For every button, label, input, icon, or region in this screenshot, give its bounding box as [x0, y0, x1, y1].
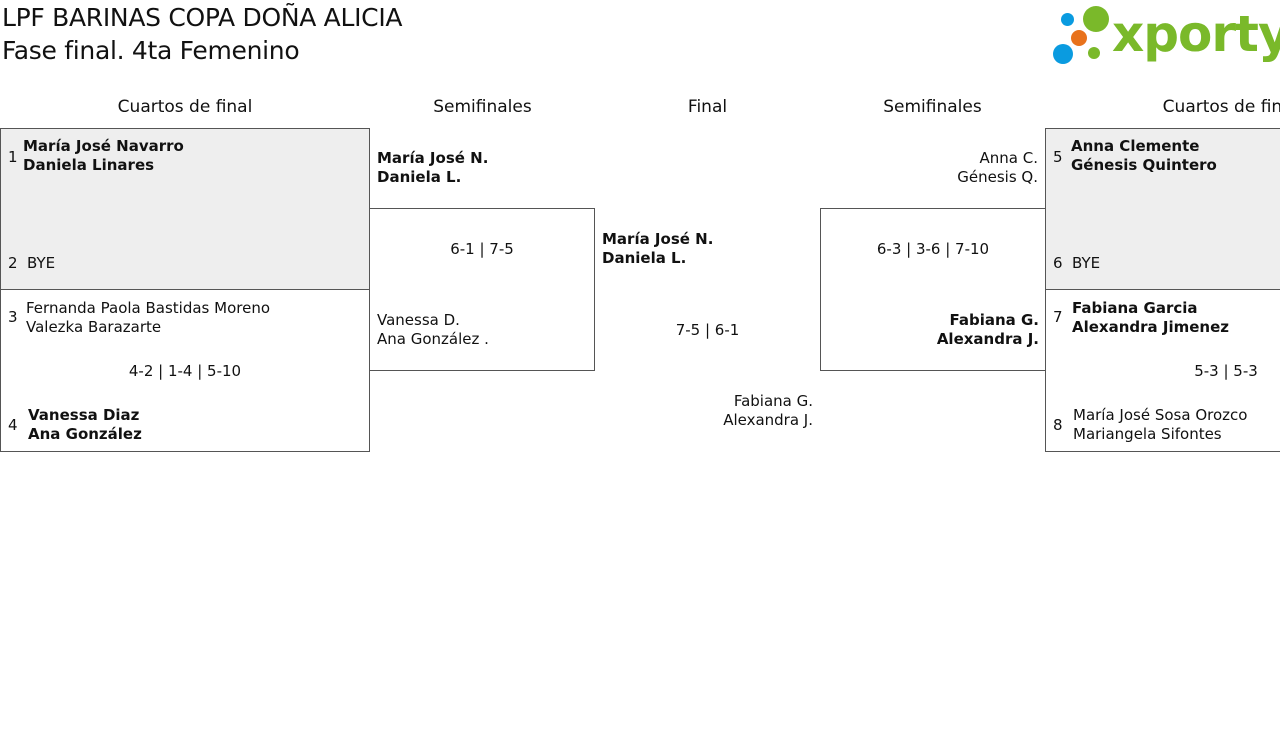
logo-dot-green [1083, 6, 1109, 32]
logo-dot-orange [1071, 30, 1087, 46]
team-left-qf2-top: Fernanda Paola Bastidas Moreno Valezka B… [26, 299, 270, 337]
player-name: Mariangela Sifontes [1073, 425, 1222, 443]
team-right-qf2-bottom: María José Sosa Orozco Mariangela Sifont… [1073, 406, 1247, 444]
heading-left-semifinals: Semifinales [433, 97, 532, 117]
player-name: María José N. [602, 230, 714, 248]
heading-right-semifinals: Semifinales [883, 97, 982, 117]
match-score: 6-3 | 3-6 | 7-10 [876, 240, 990, 258]
seed-number: 5 [1053, 148, 1063, 166]
player-name: Vanessa Diaz [28, 406, 140, 424]
seed-number: 7 [1053, 308, 1063, 326]
heading-final: Final [687, 97, 728, 117]
bye-label: BYE [27, 254, 56, 272]
player-name: Daniela Linares [23, 156, 155, 174]
heading-left-quarterfinals: Cuartos de final [117, 97, 253, 117]
seed-number: 4 [8, 416, 18, 434]
heading-right-quarterfinals: Cuartos de final [1162, 97, 1280, 117]
player-name: Fabiana G. [949, 311, 1039, 329]
team-left-qf2-bottom: Vanessa Diaz Ana González [28, 406, 142, 444]
team-right-qf1-top: Anna Clemente Génesis Quintero [1071, 137, 1217, 175]
player-name: Vanessa D. [377, 311, 460, 329]
team-final-bottom: Fabiana G. Alexandra J. [595, 392, 813, 430]
seed-number: 1 [8, 148, 18, 166]
match-right-qf2[interactable]: 7 Fabiana Garcia Alexandra Jimenez 5-3 |… [1045, 289, 1280, 452]
match-score: 6-1 | 7-5 [450, 240, 514, 258]
player-name: Daniela L. [602, 249, 687, 267]
tournament-title: LPF BARINAS COPA DOÑA ALICIA [2, 3, 403, 32]
match-right-qf1[interactable]: 5 Anna Clemente Génesis Quintero 6 BYE [1045, 128, 1280, 290]
seed-number: 6 [1053, 254, 1063, 272]
team-right-qf2-top: Fabiana Garcia Alexandra Jimenez [1072, 299, 1229, 337]
team-left-sf-bottom: Vanessa D. Ana González . [377, 311, 489, 349]
tournament-subtitle: Fase final. 4ta Femenino [2, 36, 300, 65]
match-score: 4-2 | 1-4 | 5-10 [128, 362, 242, 380]
player-name: Fabiana Garcia [1072, 299, 1198, 317]
player-name: Ana González . [377, 330, 489, 348]
player-name: María José Navarro [23, 137, 184, 155]
player-name: Alexandra Jimenez [1072, 318, 1229, 336]
player-name: Alexandra J. [723, 411, 813, 429]
player-name: Génesis Quintero [1071, 156, 1217, 174]
player-name: Fabiana G. [733, 392, 813, 410]
seed-number: 8 [1053, 416, 1063, 434]
player-name: Anna C. [979, 149, 1038, 167]
logo-dot-blue-small [1061, 13, 1074, 26]
team-right-sf-top: Anna C. Génesis Q. [820, 149, 1038, 187]
seed-number: 2 [8, 254, 18, 272]
bye-label: BYE [1072, 254, 1101, 272]
player-name: Anna Clemente [1071, 137, 1200, 155]
player-name: Ana González [28, 425, 142, 443]
match-left-qf1[interactable]: 1 María José Navarro Daniela Linares 2 B… [0, 128, 370, 290]
player-name: Alexandra J. [936, 330, 1039, 348]
team-final-top: María José N. Daniela L. [602, 230, 713, 268]
xporty-logo: xporty [1050, 4, 1280, 66]
logo-dot-blue [1053, 44, 1073, 64]
match-left-qf2[interactable]: 3 Fernanda Paola Bastidas Moreno Valezka… [0, 289, 370, 452]
player-name: Génesis Q. [957, 168, 1038, 186]
logo-dot-green-small [1088, 47, 1100, 59]
player-name: María José N. [377, 149, 489, 167]
match-left-sf[interactable]: 6-1 | 7-5 Vanessa D. Ana González . [369, 208, 595, 371]
match-score: 5-3 | 5-3 [1194, 362, 1258, 380]
player-name: María José Sosa Orozco [1073, 406, 1248, 424]
team-right-sf-bottom: Fabiana G. Alexandra J. [821, 311, 1039, 349]
player-name: Valezka Barazarte [26, 318, 162, 336]
player-name: Fernanda Paola Bastidas Moreno [26, 299, 271, 317]
match-right-sf[interactable]: 6-3 | 3-6 | 7-10 Fabiana G. Alexandra J. [820, 208, 1046, 371]
team-left-qf1-top: María José Navarro Daniela Linares [23, 137, 184, 175]
seed-number: 3 [8, 308, 18, 326]
player-name: Daniela L. [377, 168, 462, 186]
final-score: 7-5 | 6-1 [675, 321, 740, 339]
team-left-sf-top: María José N. Daniela L. [377, 149, 488, 187]
logo-wordmark: xporty [1112, 5, 1280, 63]
